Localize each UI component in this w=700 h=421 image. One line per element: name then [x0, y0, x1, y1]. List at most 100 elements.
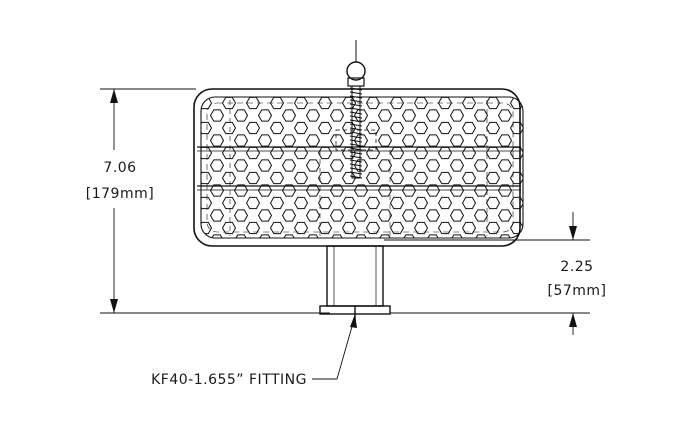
thread-mark [349, 99, 363, 103]
mesh-hole [293, 196, 309, 210]
mesh-hole [413, 97, 429, 110]
mesh-hole [221, 97, 237, 110]
mesh-hole [365, 221, 381, 235]
mesh-hole [389, 121, 405, 135]
thread-mark [349, 103, 363, 107]
thread-mark [349, 91, 363, 95]
mesh-hole [353, 184, 369, 197]
mesh-hole [305, 184, 321, 197]
perforated-mesh-pattern [201, 97, 523, 238]
mesh-hole [293, 146, 309, 160]
mesh-hole [461, 121, 477, 135]
mesh-hole [485, 97, 501, 110]
fitting-height-metric: [57mm] [547, 283, 606, 299]
mesh-hole [401, 159, 417, 172]
mesh-hole [401, 184, 417, 197]
kf40-fitting [319, 245, 391, 325]
mesh-hole [353, 234, 369, 238]
mesh-hole [257, 209, 273, 222]
mesh-hole [329, 109, 345, 122]
fitting-height-inches: 2.25 [560, 259, 593, 275]
mesh-hole [341, 121, 357, 135]
mesh-hole [221, 171, 237, 185]
mesh-hole [293, 97, 309, 110]
mesh-hole [473, 234, 489, 238]
mesh-hole [497, 184, 513, 197]
mesh-hole [201, 121, 213, 135]
mesh-hole [449, 209, 465, 222]
mesh-hole [245, 146, 261, 160]
mesh-hole [305, 109, 321, 122]
mesh-hole [209, 109, 225, 122]
filter-housing [193, 88, 524, 247]
mesh-hole [233, 159, 249, 172]
mesh-hole [437, 97, 453, 110]
fitting-callout-label: KF40-1.655” FITTING [151, 372, 307, 388]
mesh-hole [341, 221, 357, 235]
mesh-hole [209, 159, 225, 172]
mesh-hole [245, 97, 261, 110]
mesh-hole [509, 196, 523, 210]
mesh-hole [413, 146, 429, 160]
mesh-hole [293, 121, 309, 135]
mesh-hole [425, 209, 441, 222]
mesh-hole [413, 196, 429, 210]
mesh-hole [329, 209, 345, 222]
thread-mark [349, 107, 363, 111]
mesh-hole [377, 159, 393, 172]
mesh-hole [461, 97, 477, 110]
mesh-hole [497, 134, 513, 147]
mesh-hole [461, 196, 477, 210]
mesh-hole [329, 134, 345, 147]
mesh-hole [425, 159, 441, 172]
mesh-hole [233, 134, 249, 147]
thread-mark [349, 167, 363, 171]
mesh-hole [269, 146, 285, 160]
mesh-hole [389, 221, 405, 235]
mesh-hole [221, 221, 237, 235]
mesh-hole [201, 171, 213, 185]
mesh-hole [365, 146, 381, 160]
mesh-hole [233, 234, 249, 238]
overall-height-dimension: 7.06 [179mm] [68, 88, 330, 314]
mesh-hole [473, 159, 489, 172]
mesh-hole [245, 171, 261, 185]
mesh-hole [221, 196, 237, 210]
mesh-hole [209, 209, 225, 222]
mesh-hole [497, 234, 513, 238]
mesh-hole [377, 234, 393, 238]
mesh-hole [485, 171, 501, 185]
mesh-hole [485, 196, 501, 210]
thread-mark [349, 147, 363, 151]
mesh-hole [257, 109, 273, 122]
mesh-hole [317, 97, 333, 110]
mesh-hole [473, 209, 489, 222]
mesh-hole [473, 109, 489, 122]
mesh-hole [437, 171, 453, 185]
mesh-hole [221, 121, 237, 135]
mesh-hole [437, 146, 453, 160]
mesh-hole [473, 184, 489, 197]
thread-mark [349, 135, 363, 139]
mesh-hole [389, 171, 405, 185]
mesh-hole [293, 221, 309, 235]
mesh-hole [377, 109, 393, 122]
mesh-hole [269, 221, 285, 235]
mesh-hole [377, 184, 393, 197]
mesh-hole [305, 134, 321, 147]
mesh-hole [353, 159, 369, 172]
mesh-hole [401, 134, 417, 147]
mesh-hole [269, 171, 285, 185]
thread-mark [349, 143, 363, 147]
mesh-hole [425, 184, 441, 197]
mesh-hole [269, 196, 285, 210]
mesh-hole [365, 171, 381, 185]
mesh-hole [497, 159, 513, 172]
mesh-hole [473, 134, 489, 147]
mesh-hole [449, 234, 465, 238]
mesh-hole [365, 97, 381, 110]
mesh-hole [329, 234, 345, 238]
mesh-hole [201, 97, 213, 110]
mesh-hole [461, 221, 477, 235]
